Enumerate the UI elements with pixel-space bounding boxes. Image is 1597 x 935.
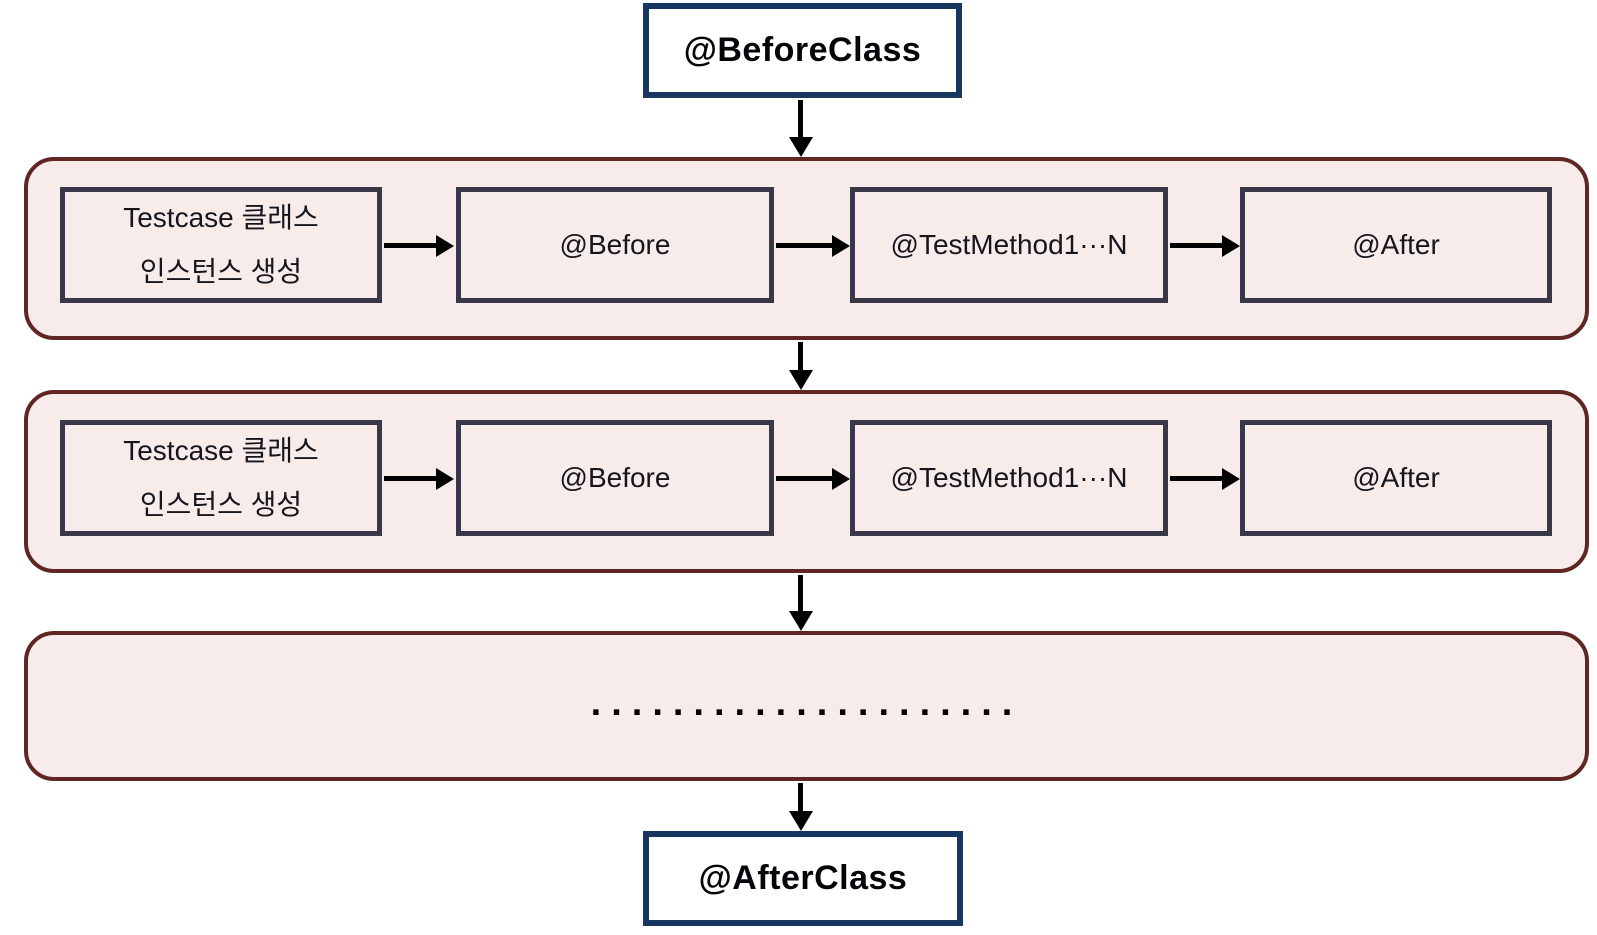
- step-after-2: @After: [1240, 420, 1552, 536]
- arrow-step2-to-step3: [776, 476, 832, 481]
- arrow-ellipsis-to-afterclass: [798, 783, 803, 811]
- step-label-line1: Testcase 클래스: [123, 202, 319, 233]
- step-label: @After: [1352, 229, 1440, 260]
- step-before-2: @Before: [456, 420, 774, 536]
- after-class-label: @AfterClass: [698, 859, 908, 897]
- arrow-step3-to-step4: [1170, 243, 1222, 248]
- ellipsis-dots: .....................: [590, 681, 1023, 724]
- arrow-step1-to-step2: [384, 476, 436, 481]
- step-label: @Before: [559, 229, 671, 260]
- arrow-phase2-to-ellipsis: [798, 575, 803, 611]
- step-label-line1: Testcase 클래스: [123, 435, 319, 466]
- step-label-line2: 인스턴스 생성: [139, 256, 303, 287]
- arrow-step3-to-step4: [1170, 476, 1222, 481]
- before-class-box: @BeforeClass: [643, 3, 962, 98]
- step-label: @Before: [559, 462, 671, 493]
- arrow-phase1-to-phase2: [798, 342, 803, 370]
- before-class-label: @BeforeClass: [683, 31, 922, 69]
- step-label-line2: 인스턴스 생성: [139, 489, 303, 520]
- step-testcase-instance-2: Testcase 클래스 인스턴스 생성: [60, 420, 382, 536]
- phase-container-2: Testcase 클래스 인스턴스 생성 @Before @TestMethod…: [24, 390, 1589, 573]
- arrow-step1-to-step2: [384, 243, 436, 248]
- step-testmethod-1: @TestMethod1···N: [850, 187, 1168, 303]
- phase-container-1: Testcase 클래스 인스턴스 생성 @Before @TestMethod…: [24, 157, 1589, 340]
- after-class-box: @AfterClass: [643, 831, 963, 926]
- step-after-1: @After: [1240, 187, 1552, 303]
- phase-container-ellipsis: .....................: [24, 631, 1589, 781]
- step-before-1: @Before: [456, 187, 774, 303]
- step-label: @After: [1352, 462, 1440, 493]
- step-testmethod-2: @TestMethod1···N: [850, 420, 1168, 536]
- arrow-beforeclass-to-phase1: [798, 100, 803, 137]
- step-label: @TestMethod1···N: [890, 462, 1128, 493]
- step-testcase-instance-1: Testcase 클래스 인스턴스 생성: [60, 187, 382, 303]
- arrow-step2-to-step3: [776, 243, 832, 248]
- step-label: @TestMethod1···N: [890, 229, 1128, 260]
